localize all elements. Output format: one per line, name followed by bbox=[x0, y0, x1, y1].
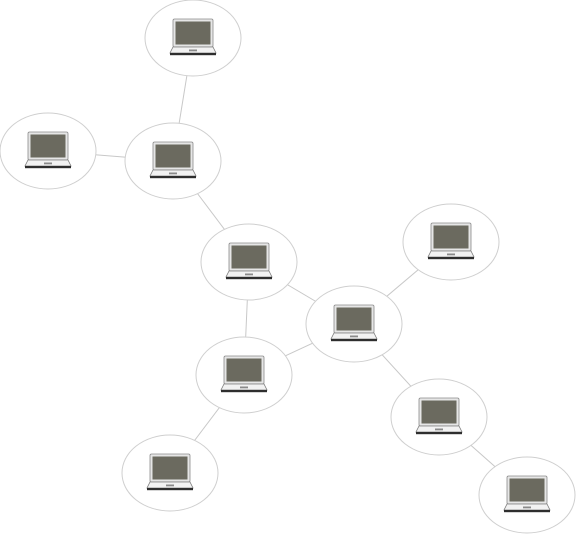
laptop-icon bbox=[225, 242, 273, 280]
network-node-n4[interactable] bbox=[200, 223, 298, 301]
network-node-n10[interactable] bbox=[478, 456, 576, 534]
laptop-icon bbox=[149, 141, 197, 179]
laptop-icon bbox=[503, 475, 551, 513]
laptop-icon bbox=[169, 18, 217, 56]
network-node-n7[interactable] bbox=[195, 336, 293, 414]
network-node-n3[interactable] bbox=[124, 122, 222, 200]
network-node-n1[interactable] bbox=[144, 0, 242, 77]
network-node-n6[interactable] bbox=[305, 285, 403, 363]
laptop-icon bbox=[330, 304, 378, 342]
laptop-icon bbox=[220, 355, 268, 393]
laptop-icon bbox=[415, 397, 463, 435]
network-node-n9[interactable] bbox=[390, 378, 488, 456]
network-node-n2[interactable] bbox=[0, 112, 97, 190]
network-node-n5[interactable] bbox=[402, 203, 500, 281]
network-node-n8[interactable] bbox=[121, 434, 219, 512]
laptop-icon bbox=[146, 453, 194, 491]
laptop-icon bbox=[427, 222, 475, 260]
laptop-icon bbox=[24, 131, 72, 169]
